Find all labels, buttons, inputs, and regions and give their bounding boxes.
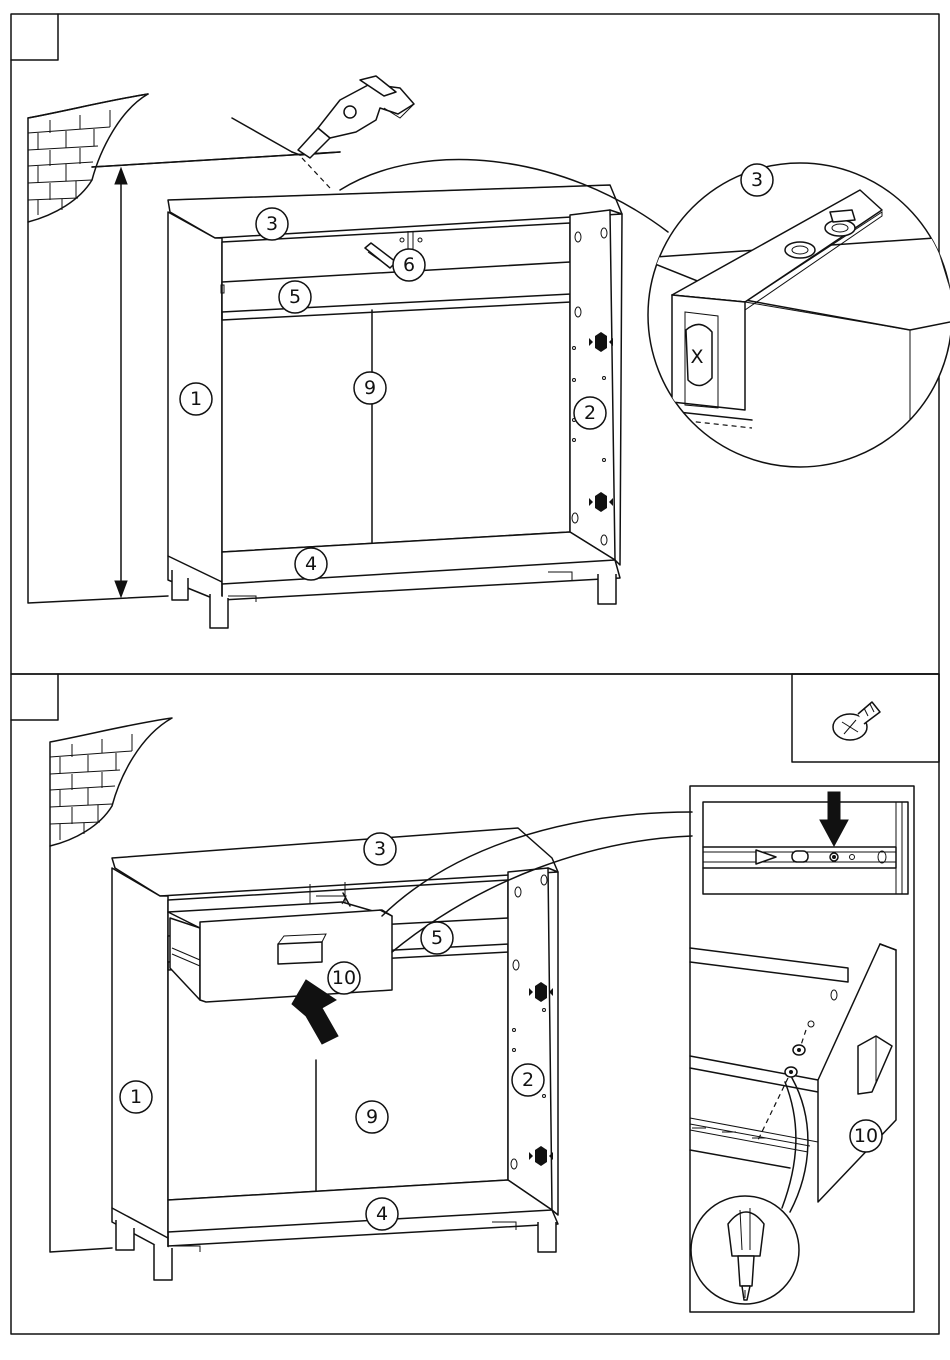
- wall-line: [28, 222, 168, 603]
- part-label-9: 9: [354, 372, 386, 404]
- svg-text:3: 3: [751, 169, 763, 191]
- step-2-number-box: [11, 674, 58, 720]
- brick-wall-icon: [28, 94, 148, 222]
- detail-magnifier-cam-lock: X: [640, 163, 950, 470]
- detail-mark-x: X: [690, 346, 703, 368]
- svg-text:9: 9: [366, 1106, 378, 1128]
- part-label-2: 2: [512, 1064, 544, 1096]
- part-label-1: 1: [180, 383, 212, 415]
- part-label-2: 2: [574, 397, 606, 429]
- svg-text:3: 3: [374, 838, 386, 860]
- svg-text:3: 3: [266, 213, 278, 235]
- svg-text:2: 2: [522, 1069, 534, 1091]
- runner-detail: [703, 792, 908, 894]
- part-label-9: 9: [356, 1101, 388, 1133]
- svg-text:1: 1: [130, 1086, 142, 1108]
- svg-text:4: 4: [305, 553, 317, 575]
- svg-text:6: 6: [403, 254, 415, 276]
- svg-text:10: 10: [854, 1125, 878, 1147]
- part-label-3: 3: [364, 833, 396, 865]
- detail-label-3: 3: [741, 164, 773, 196]
- wall-line-2: [50, 846, 112, 1252]
- part-label-4: 4: [366, 1198, 398, 1230]
- cabinet-step-1: [168, 185, 622, 628]
- step-1-number-box: [11, 14, 58, 60]
- part-label-10: 10: [328, 962, 360, 994]
- part-label-5: 5: [279, 281, 311, 313]
- svg-text:10: 10: [332, 967, 356, 989]
- part-label-1: 1: [120, 1081, 152, 1113]
- step-2-panel: 3 5 10 2 1 9 4 10: [11, 674, 939, 1334]
- detail-label-10: 10: [850, 1120, 882, 1152]
- svg-text:5: 5: [289, 286, 301, 308]
- drawer-interior-detail: [690, 944, 896, 1202]
- brick-wall-icon: [50, 718, 172, 846]
- drill-icon: [232, 76, 414, 188]
- part-label-5: 5: [421, 922, 453, 954]
- cabinet-step-2: [112, 828, 558, 1280]
- part-label-3: 3: [256, 208, 288, 240]
- svg-text:2: 2: [584, 402, 596, 424]
- svg-text:1: 1: [190, 388, 202, 410]
- svg-text:5: 5: [431, 927, 443, 949]
- part-label-6: 6: [393, 249, 425, 281]
- step-1-panel: X 3 6 5 9 1 2 4: [11, 14, 950, 674]
- height-dimension-arrow: [115, 168, 127, 597]
- screw-icon: [833, 702, 880, 740]
- svg-text:9: 9: [364, 377, 376, 399]
- svg-text:4: 4: [376, 1203, 388, 1225]
- screwdriver-icon: [691, 1196, 799, 1304]
- part-label-4: 4: [295, 548, 327, 580]
